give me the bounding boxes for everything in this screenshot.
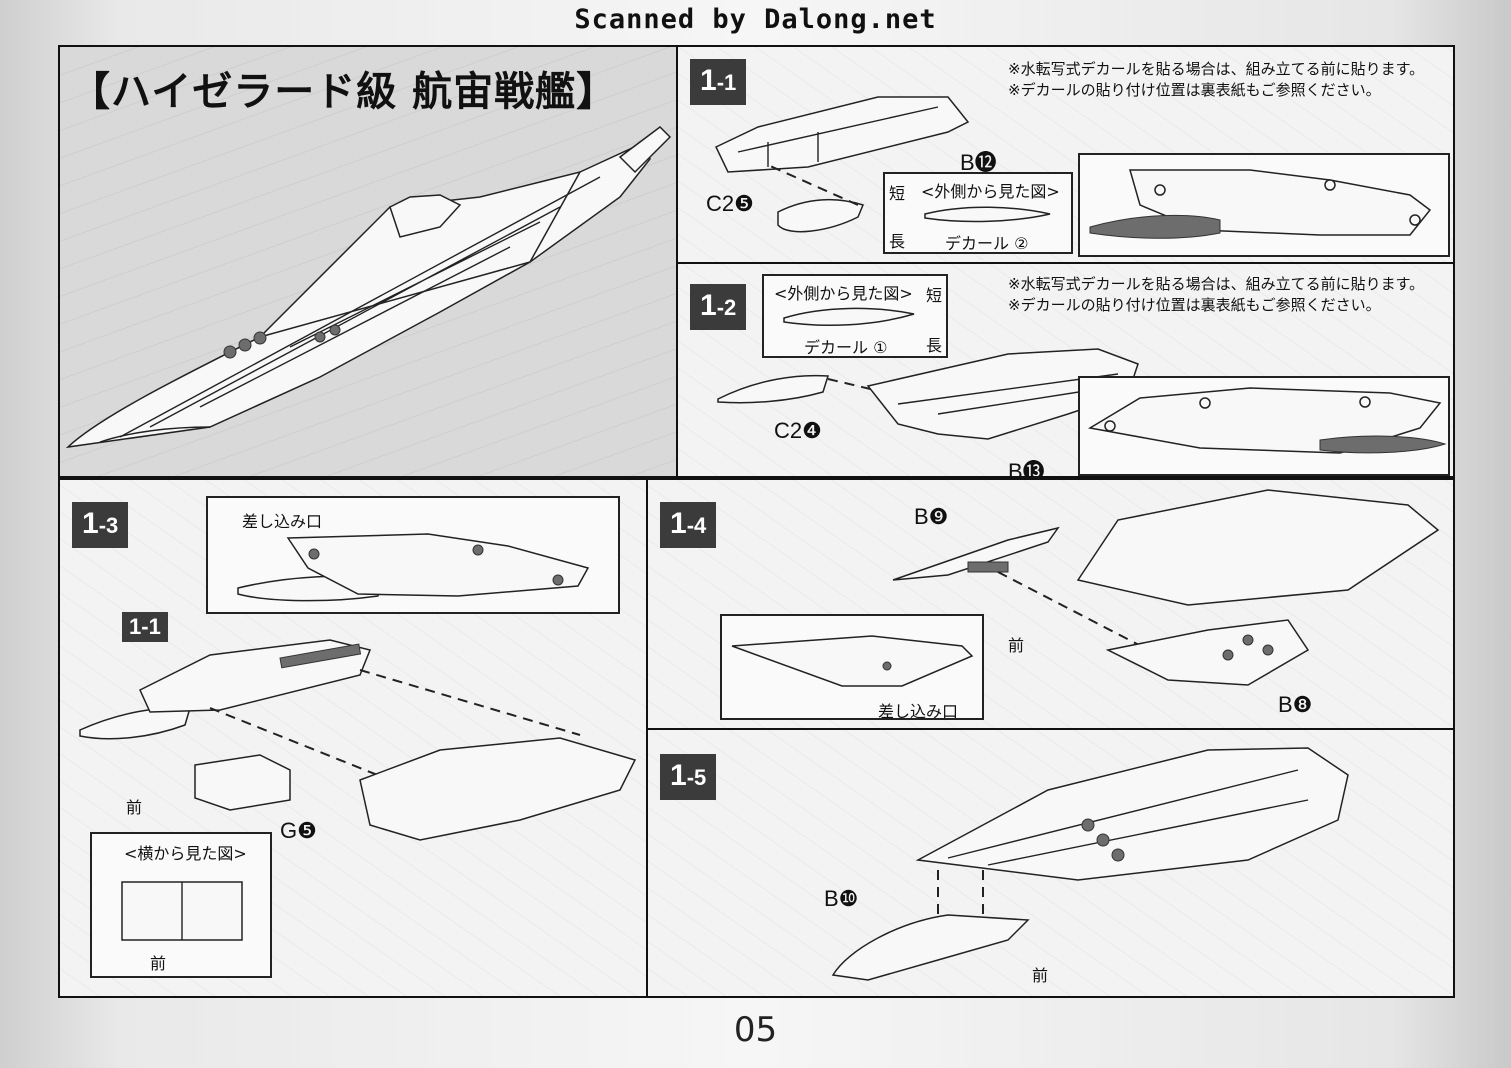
- part-label-g5: G❺: [280, 818, 317, 843]
- battleship-illustration: [65, 126, 672, 449]
- part-label-b13: B⓭: [1008, 459, 1045, 478]
- step-1-4-badge: 1-4: [660, 502, 717, 548]
- insert-port-label-1: 差し込み口: [242, 512, 323, 531]
- decal-note-line1: ※水転写式デカールを貼る場合は、組み立てる前に貼ります。: [1008, 60, 1425, 78]
- step-1-2-badge: 1-2: [690, 284, 747, 330]
- step-1-5-diagram: [831, 747, 1349, 981]
- outside-view-inset-1: <外側から見た図> 短 長 デカール ②: [883, 172, 1073, 254]
- step-1-4-diagram: [892, 489, 1440, 686]
- decal-note-line1: ※水転写式デカールを貼る場合は、組み立てる前に貼ります。: [1008, 275, 1425, 293]
- long-mark: 長: [926, 336, 943, 355]
- outside-view-inset-2: <外側から見た図> 短 長 デカール ①: [762, 274, 948, 358]
- step-1-1-diagram: [714, 96, 970, 233]
- decal-note-line2: ※デカールの貼り付け位置は裏表紙もご参照ください。: [1008, 81, 1381, 99]
- part-label-b12: B⓬: [960, 150, 997, 175]
- decal-1-label: デカール ①: [804, 338, 888, 357]
- insert-port-callout-1: 差し込み口: [206, 496, 620, 614]
- part-label-b9: B❾: [914, 504, 949, 529]
- part-label-b8: B❽: [1278, 692, 1313, 717]
- page-title: 【ハイゼラード級 航宙戦艦】: [70, 68, 618, 115]
- step-1-2-panel: 1-2 ※水転写式デカールを貼る場合は、組み立てる前に貼ります。 ※デカールの貼…: [676, 262, 1455, 478]
- step-1-3-panel: 1-3 差し込み口 1-1 前 G❺ <横から見た図> 前: [58, 478, 648, 998]
- step-1-1-result: [1078, 153, 1450, 257]
- decal-note-line2: ※デカールの貼り付け位置は裏表紙もご参照ください。: [1008, 296, 1381, 314]
- inset-title-outside-2: <外側から見た図>: [774, 284, 913, 303]
- insert-port-label-2: 差し込み口: [878, 702, 959, 721]
- part-label-b10: B❿: [824, 886, 859, 911]
- ref-step-1-1-badge: 1-1: [122, 612, 168, 642]
- part-label-c2-4: C2❹: [774, 418, 822, 443]
- step-1-4-panel: 1-4 B❾ 差し込み口 前 B❽: [646, 478, 1455, 730]
- step-1-3-diagram: [79, 639, 637, 841]
- front-label: 前: [126, 800, 143, 817]
- part-label-c2-5: C2❺: [706, 191, 754, 216]
- inset-title-side: <横から見た図>: [124, 844, 247, 863]
- decal-2-label: デカール ②: [945, 234, 1029, 253]
- step-1-2-result: [1078, 376, 1450, 476]
- short-mark: 短: [889, 184, 906, 203]
- step-1-5-badge: 1-5: [660, 754, 717, 800]
- step-1-3-badge: 1-3: [72, 502, 129, 548]
- page-number: 05: [733, 1010, 778, 1050]
- short-mark: 短: [926, 286, 943, 305]
- scan-watermark: Scanned by Dalong.net: [574, 4, 937, 35]
- step-1-5-panel: 1-5 B❿ 前: [646, 728, 1455, 998]
- insert-port-callout-2: 差し込み口: [720, 614, 984, 721]
- front-label: 前: [150, 956, 167, 973]
- step-1-1-panel: 1-1 ※水転写式デカールを貼る場合は、組み立てる前に貼ります。 ※デカールの貼…: [676, 45, 1455, 264]
- front-label: 前: [1008, 638, 1025, 655]
- inset-title-outside-1: <外側から見た図>: [921, 182, 1060, 201]
- front-label: 前: [1032, 968, 1049, 985]
- title-panel: 【ハイゼラード級 航宙戦艦】: [58, 45, 678, 478]
- long-mark: 長: [889, 232, 906, 251]
- side-view-inset: <横から見た図> 前: [90, 832, 272, 978]
- step-1-1-badge: 1-1: [690, 59, 747, 105]
